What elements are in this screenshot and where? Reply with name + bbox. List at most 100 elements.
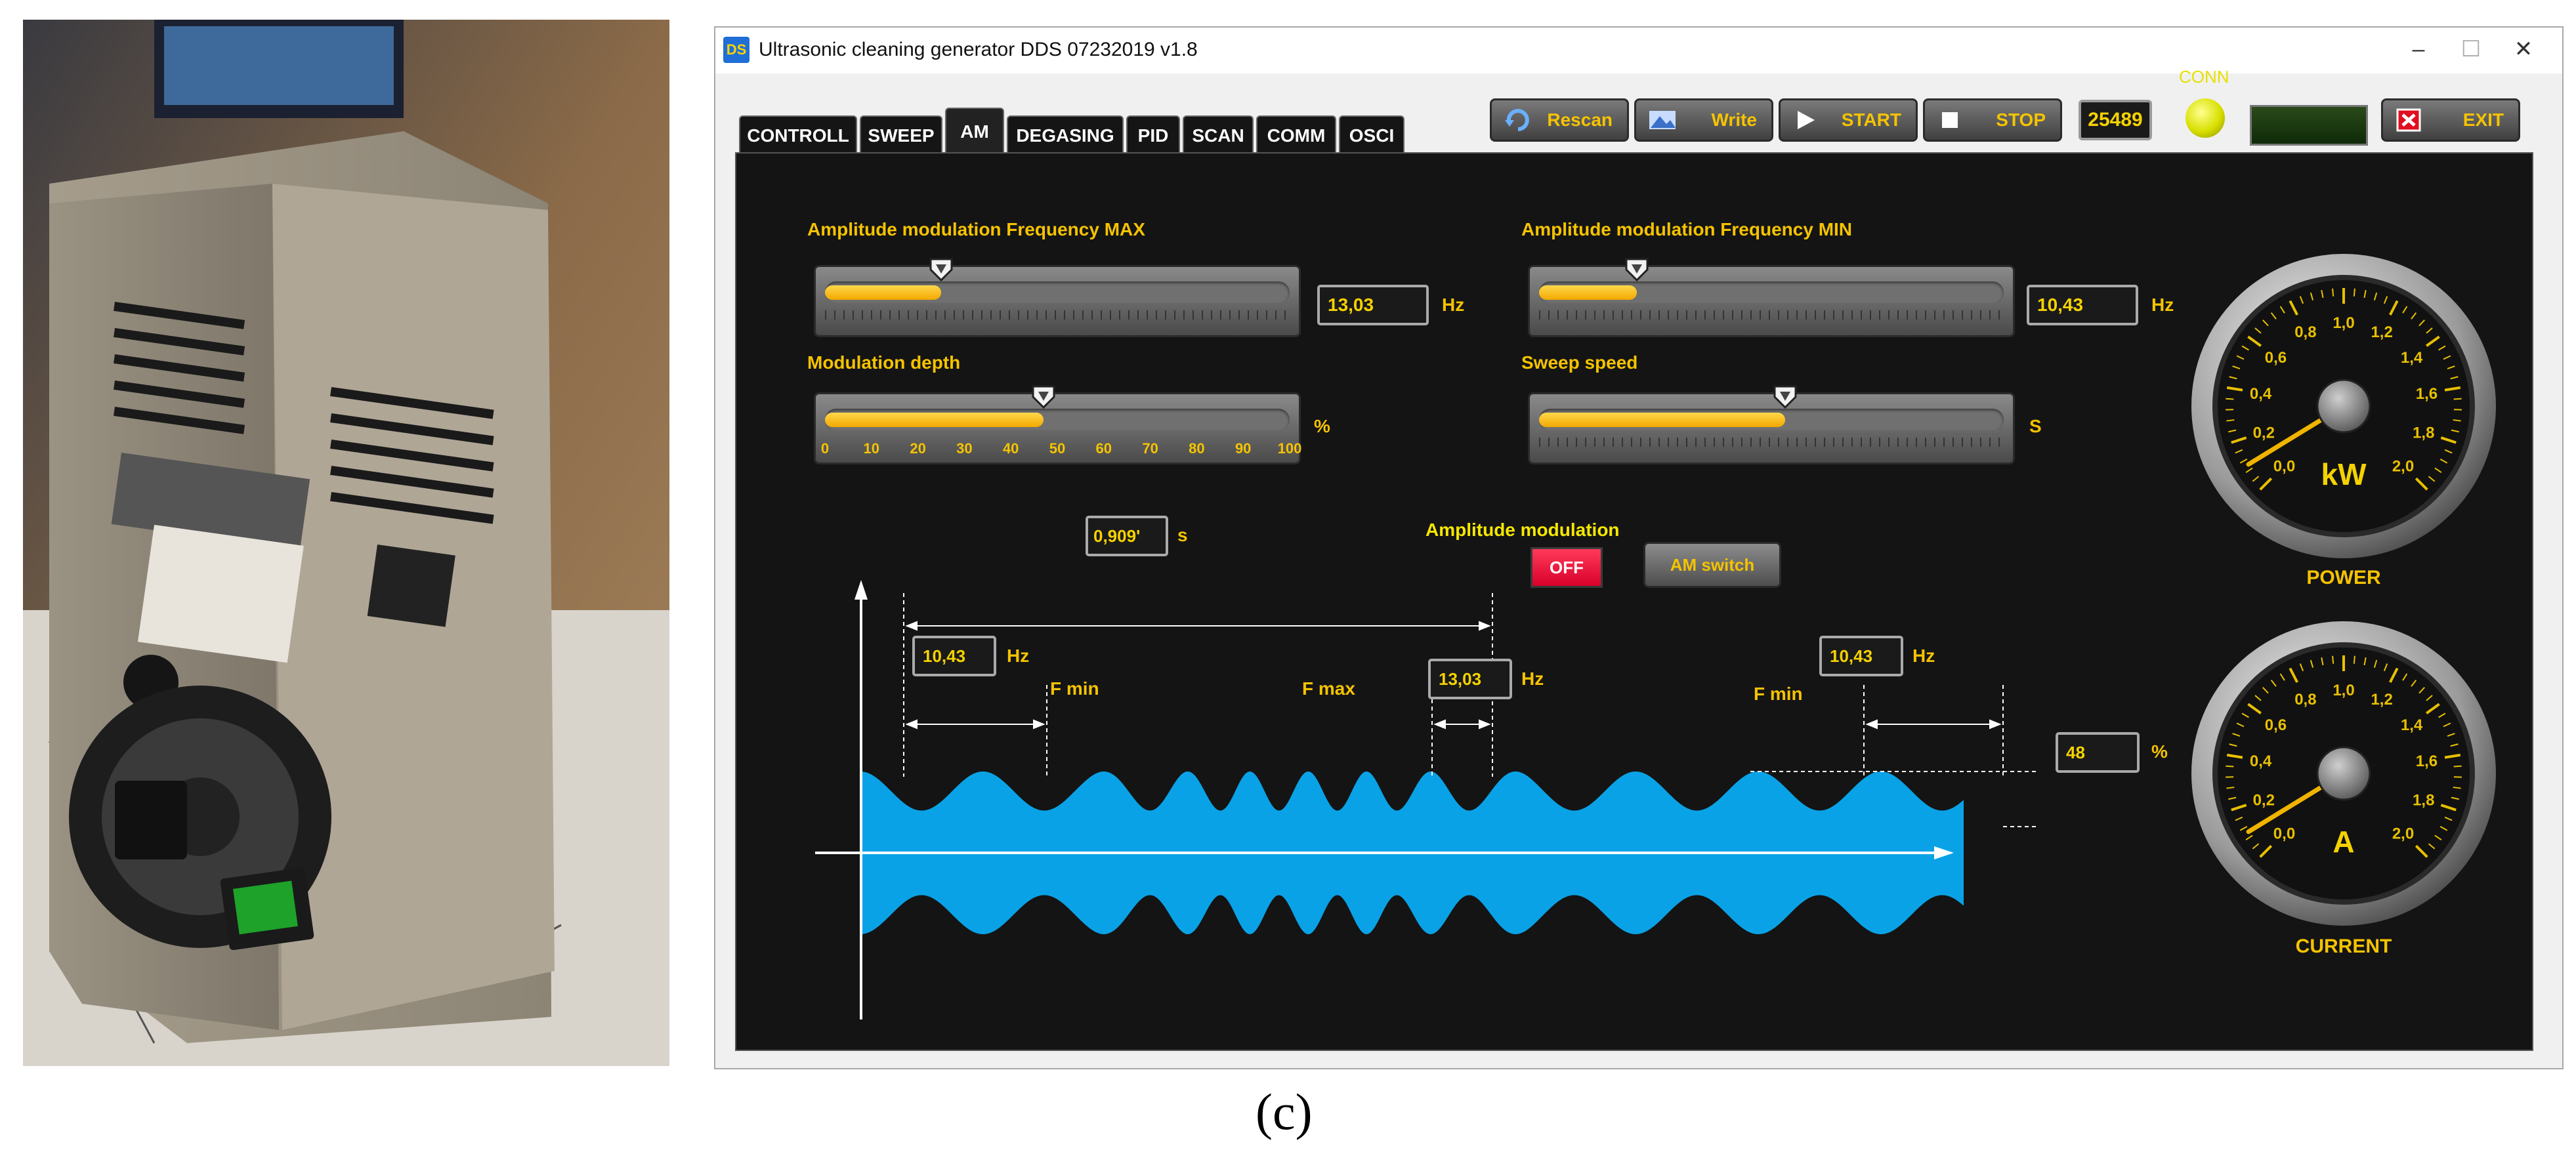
gauge-tick (2434, 834, 2442, 841)
gauge-tick-label: 0,2 (2253, 424, 2275, 442)
tab-pid[interactable]: PID (1126, 115, 1180, 155)
rescan-button[interactable]: Rescan (1490, 98, 1629, 142)
gauge-tick (2415, 844, 2428, 858)
minimize-button[interactable]: – (2412, 37, 2425, 62)
tab-comm[interactable]: COMM (1256, 115, 1336, 155)
gauge-tick (2373, 659, 2378, 668)
fmax-slider-thumb-icon[interactable] (929, 258, 953, 281)
tab-osci[interactable]: OSCI (1339, 115, 1404, 155)
gauge-tick (2235, 449, 2243, 454)
exit-button[interactable]: EXIT (2381, 98, 2520, 142)
gauge-tick (2426, 335, 2440, 347)
gauge-tick (2228, 796, 2237, 800)
rescan-icon (1505, 109, 1529, 131)
gauge-tick-label: 0,6 (2265, 349, 2287, 367)
gauge-tick (2310, 292, 2314, 300)
depth-unit: % (1314, 416, 1330, 436)
gauge-tick (2241, 712, 2249, 718)
gauge-tick (2447, 733, 2455, 737)
tab-controll[interactable]: CONTROLL (739, 115, 857, 155)
close-button[interactable]: ✕ (2514, 37, 2533, 62)
gauge-tick (2439, 826, 2448, 831)
gauge-tick (2270, 312, 2277, 319)
fmax-slider[interactable] (814, 258, 1301, 337)
tab-am[interactable]: AM (945, 108, 1004, 155)
gauge-tick (2226, 753, 2243, 759)
depth-slider-thumb-icon[interactable] (1032, 385, 1055, 409)
app-icon: DS (723, 37, 750, 63)
gauge-tick (2236, 355, 2245, 360)
gauge-tick (2426, 703, 2440, 714)
gauge-tick (2241, 345, 2249, 351)
am-switch-button[interactable]: AM switch (1643, 542, 1781, 588)
gauge-tick (2453, 765, 2462, 768)
gauge-tick (2299, 663, 2304, 672)
gauge-tick (2232, 365, 2241, 370)
gauge-tick (2228, 429, 2237, 433)
gauge-tick (2428, 476, 2436, 482)
tab-degasing[interactable]: DEGASING (1007, 115, 1124, 155)
gauge-tick (2453, 419, 2461, 422)
gauge-tick-label: 2,0 (2392, 458, 2414, 476)
gauge-tick (2411, 680, 2417, 687)
gauge-tick-label: 1,0 (2333, 314, 2354, 332)
fmin-left-value[interactable]: 10,43 (912, 636, 996, 676)
fmin-right-value[interactable]: 10,43 (1819, 636, 1903, 676)
gauge-tick (2438, 345, 2446, 351)
sweep-slider-thumb-icon[interactable] (1773, 385, 1797, 409)
gauge-tick (2363, 657, 2367, 666)
gauge-tick (2245, 834, 2253, 841)
fmin-slider[interactable] (1528, 258, 2015, 337)
gauge-tick (2439, 459, 2448, 464)
fmax-value[interactable]: 13,03 (1317, 285, 1429, 325)
gauge-tick (2262, 319, 2269, 327)
gauge-tick-label: 0,0 (2273, 458, 2295, 476)
fmin-value[interactable]: 10,43 (2027, 285, 2138, 325)
tab-scan[interactable]: SCAN (1183, 115, 1254, 155)
write-icon (1649, 111, 1676, 129)
sweep-slider[interactable] (1528, 385, 2015, 464)
app-window: DS Ultrasonic cleaning generator DDS 072… (714, 26, 2564, 1069)
gauge-tick (2438, 712, 2446, 718)
gauge-tick (2232, 733, 2241, 737)
depth-scale-tick: 60 (1095, 440, 1112, 457)
gauge-tick (2226, 787, 2235, 789)
am-state-indicator[interactable]: OFF (1531, 547, 1603, 588)
depth-scale-tick: 50 (1049, 440, 1066, 457)
fmax-diagram-label: F max (1302, 678, 1355, 699)
gauge-tick (2373, 292, 2378, 300)
gauge-tick (2426, 695, 2433, 701)
write-button[interactable]: Write (1634, 98, 1773, 142)
start-button[interactable]: START (1779, 98, 1918, 142)
gauge-tick-label: 0,6 (2265, 716, 2287, 734)
start-label: START (1841, 110, 1901, 130)
fmin-slider-thumb-icon[interactable] (1625, 258, 1649, 281)
gauge-tick (2239, 459, 2248, 464)
gauge-tick (2443, 722, 2451, 728)
gauge-hub (2316, 746, 2371, 801)
stop-button[interactable]: STOP (1923, 98, 2062, 142)
gauge-tick (2321, 657, 2324, 666)
gauge-tick-label: 0,0 (2273, 825, 2295, 843)
gauge-tick (2383, 296, 2388, 304)
depth-diagram-value[interactable]: 48 (2056, 732, 2140, 773)
maximize-button[interactable]: ☐ (2460, 37, 2481, 62)
stop-label: STOP (1996, 110, 2046, 130)
gauge-tick (2443, 355, 2451, 360)
gauge-tick (2270, 680, 2277, 687)
gauge-tick-label: 1,8 (2413, 424, 2434, 442)
gauge-tick (2389, 300, 2399, 316)
window-title: Ultrasonic cleaning generator DDS 072320… (759, 39, 1198, 60)
gauge-tick-label: 0,4 (2250, 752, 2272, 770)
fmax-diagram-value[interactable]: 13,03 (1428, 659, 1512, 699)
gauge-tick-label: 1,2 (2371, 691, 2392, 709)
tab-sweep[interactable]: SWEEP (860, 115, 942, 155)
depth-scale-tick: 30 (956, 440, 973, 457)
gauge-tick (2411, 312, 2417, 319)
gauge-tick (2229, 743, 2237, 747)
gauge-tick (2353, 655, 2355, 664)
period-value[interactable]: 0,909' (1086, 516, 1168, 556)
gauge-tick (2440, 804, 2457, 812)
conn-label: CONN (2179, 67, 2229, 87)
